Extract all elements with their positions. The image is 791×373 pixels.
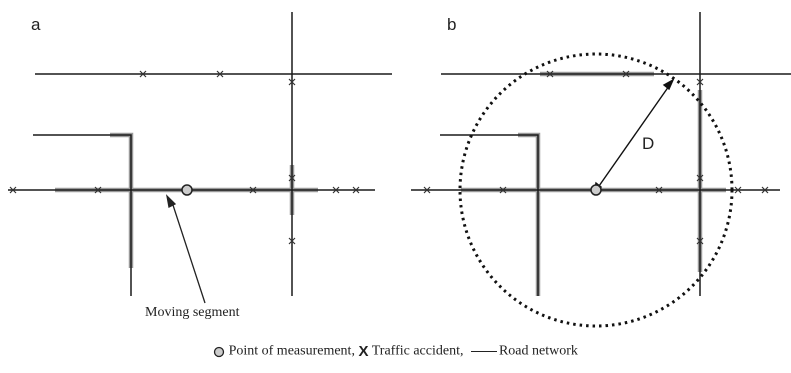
accident-icon [734,186,742,194]
accident-icon [546,70,554,78]
panel-b [411,12,791,328]
accident-markers-a [9,70,360,245]
radius-arrow [592,78,675,195]
road-legend-icon [470,351,497,352]
radius-label: D [642,134,655,153]
measurement-point-icon [590,184,602,196]
moving-segment-label: Moving segment [145,305,240,320]
accident-icon [696,174,704,182]
accident-icon [761,186,769,194]
panel-a [8,12,392,304]
accident-icon [288,174,296,182]
accident-icon [249,186,257,194]
accident-legend-icon: X [358,343,369,360]
legend-road-label: Road network [498,343,578,359]
accident-icon [332,186,340,194]
accident-icon [696,237,704,245]
accident-icon [423,186,431,194]
accident-icon [139,70,147,78]
panel-b-label: b [447,15,457,34]
accident-icon [696,78,704,86]
radius-circle [458,52,734,328]
panel-a-label: a [31,15,41,34]
measurement-point-icon [181,184,193,196]
accident-icon [288,78,296,86]
legend: Point of measurement, X Traffic accident… [0,343,791,360]
accident-icon [655,186,663,194]
accident-icon [352,186,360,194]
accident-icon [499,186,507,194]
accident-icon [9,186,17,194]
accident-markers-b [423,70,769,245]
legend-accident-label: Traffic accident, [371,343,464,359]
accident-icon [288,237,296,245]
accident-icon [622,70,630,78]
measurement-point-legend-icon [213,346,225,357]
annotation-arrow [165,194,206,304]
road-network-a [8,12,392,296]
legend-measurement-label: Point of measurement, [228,343,355,359]
accident-icon [94,186,102,194]
accident-icon [216,70,224,78]
